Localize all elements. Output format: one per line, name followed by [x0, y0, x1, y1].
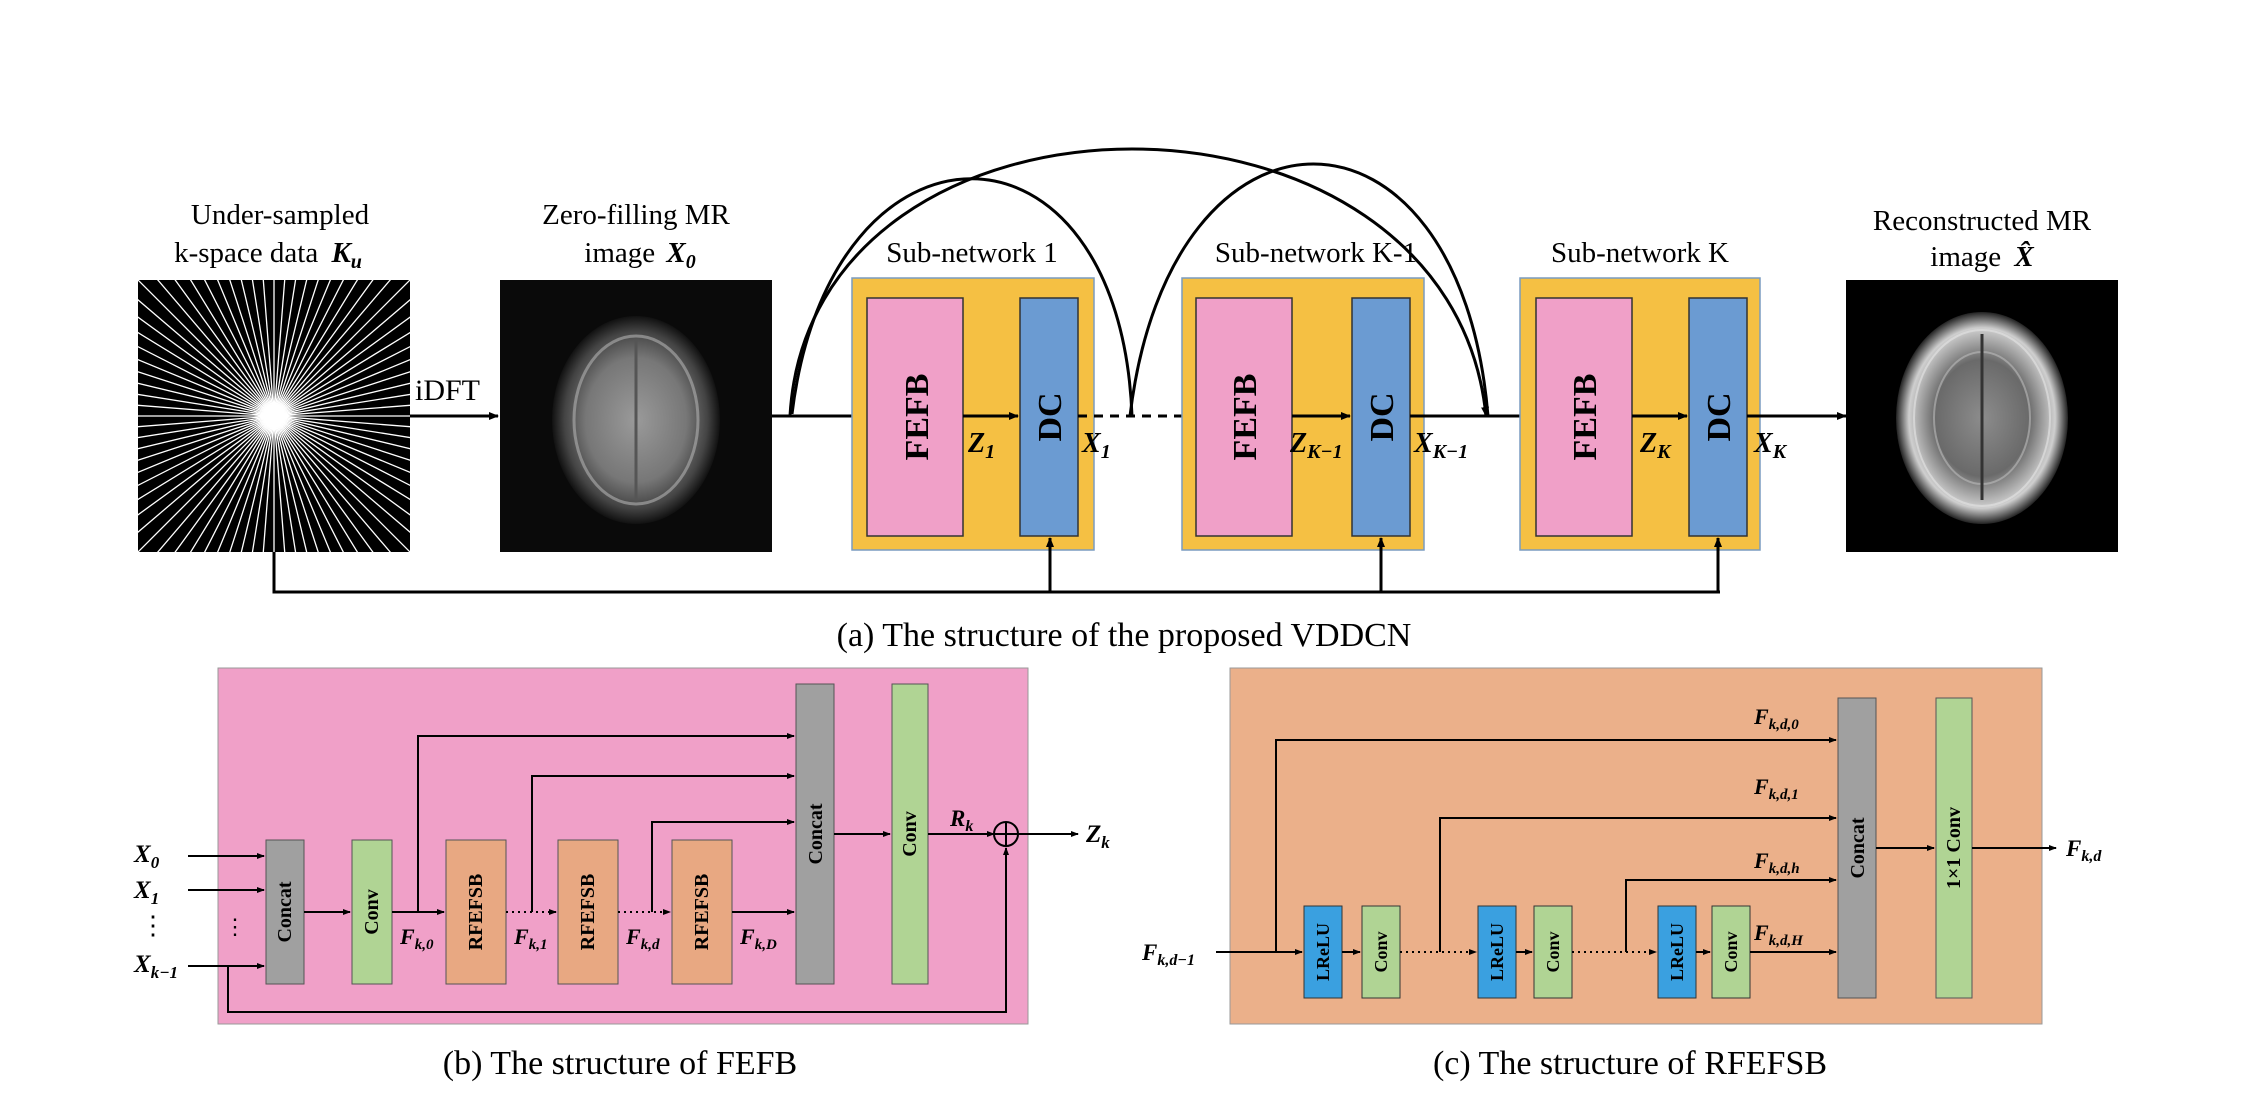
input-xk-1: Xk−1	[133, 951, 178, 982]
input-vdots: ⋮	[140, 911, 166, 940]
svg-text:LReLU: LReLU	[1313, 923, 1333, 981]
zero-fill-label-line2: image X0	[584, 237, 695, 273]
rfefsb-block-3	[671, 839, 733, 985]
output-f-kd: Fk,d	[2065, 836, 2102, 865]
rfefsb-1x1-conv-label: 1×1 Conv	[1943, 807, 1965, 889]
x1-label: X1	[1081, 428, 1111, 463]
sub-network-k-1: FEFB DC ZK−1	[1181, 277, 1425, 551]
rfefsb-conv-block-3	[1711, 905, 1751, 999]
input-label-line1: Under-sampled	[191, 199, 370, 231]
fefb-block-1	[866, 297, 964, 537]
dc-block-k-1	[1351, 297, 1411, 537]
zk-1-label: ZK−1	[1289, 428, 1343, 463]
dc-label-1: DC	[1032, 392, 1069, 441]
fefb-label-k: FEFB	[1567, 374, 1604, 461]
fefb-conv-label: Conv	[361, 889, 383, 935]
xk-1-label: XK−1	[1413, 428, 1468, 463]
f-kD-label: Fk,D	[739, 924, 777, 953]
zero-filled-image	[500, 280, 772, 552]
f-kd1-label: Fk,d,1	[1753, 774, 1799, 803]
rfefsb-label-2: RFEFSB	[577, 874, 599, 951]
skip-arc-outer	[788, 147, 1490, 417]
panel-b: X0 X1 ⋮ ⋮ Xk−1 Concat Conv Fk,0 RFEFSB F…	[133, 667, 1110, 1082]
f-k1-label: Fk,1	[513, 924, 547, 953]
input-f-kd-1: Fk,d−1	[1141, 940, 1195, 969]
dc-label-k-1: DC	[1364, 392, 1401, 441]
zk-label: ZK	[1639, 428, 1672, 463]
panel-c: Fk,d−1 LReLU Conv LReLU Conv LReLU Conv …	[1141, 667, 2102, 1082]
caption-a: (a) The structure of the proposed VDDCN	[837, 617, 1412, 654]
fefb-block-k-1	[1195, 297, 1293, 537]
rfefsb-concat-label: Concat	[1847, 817, 1869, 878]
fefb-conv-block	[351, 839, 393, 985]
svg-text:LReLU: LReLU	[1667, 923, 1687, 981]
output-label-line2: image X̂	[1930, 240, 2034, 273]
fefb-concat-label: Concat	[274, 881, 296, 942]
zero-fill-label-line1: Zero-filling MR	[542, 199, 730, 231]
fefb-label-k-1: FEFB	[1227, 374, 1264, 461]
lrelu-block-2	[1477, 905, 1517, 999]
r-k-label: Rk	[949, 806, 973, 835]
skip-arc-inner-2	[1128, 162, 1490, 417]
f-kd0-label: Fk,d,0	[1753, 704, 1799, 733]
f-k0-label: Fk,0	[399, 924, 434, 953]
z1-label: Z1	[967, 428, 995, 463]
z-k-label: Zk	[1085, 821, 1110, 852]
concat-vdots: ⋮	[224, 914, 246, 939]
dc-block-k	[1688, 297, 1748, 537]
svg-text:Conv: Conv	[1721, 931, 1741, 972]
svg-text:Conv: Conv	[1371, 931, 1391, 972]
fefb-conv2-block	[891, 683, 929, 985]
output-label-line1: Reconstructed MR	[1873, 205, 2092, 237]
residual-line	[227, 847, 1009, 1013]
svg-text:Conv: Conv	[1543, 931, 1563, 972]
idft-label: iDFT	[415, 374, 480, 407]
rfefsb-block-2	[557, 839, 619, 985]
fefb-concat2-block	[795, 683, 835, 985]
lrelu-block-1	[1303, 905, 1343, 999]
xk-label: XK	[1753, 428, 1788, 463]
sub-network-k: FEFB DC ZK	[1519, 277, 1761, 551]
kspace-image	[138, 280, 410, 552]
caption-b: (b) The structure of FEFB	[443, 1045, 797, 1082]
dc-label-k: DC	[1701, 392, 1738, 441]
rfefsb-label-1: RFEFSB	[465, 874, 487, 951]
input-x0: X0	[133, 841, 160, 872]
kspace-feedback-lines	[272, 537, 1722, 594]
f-kd-label: Fk,d	[625, 924, 660, 953]
skip-arc-inner-1	[790, 177, 1134, 417]
rfefsb-block-1	[445, 839, 507, 985]
f-kdH-label: Fk,d,H	[1753, 920, 1804, 949]
rfefsb-label-3: RFEFSB	[691, 874, 713, 951]
panel-a: Under-sampled k-space data Ku iDFT Zero-…	[138, 147, 2118, 654]
caption-c: (c) The structure of RFEFSB	[1433, 1045, 1827, 1082]
reconstructed-image	[1846, 280, 2118, 552]
fefb-concat2-label: Concat	[805, 803, 827, 864]
sub-network-k-title: Sub-network K	[1551, 237, 1729, 269]
sub-network-k-1-title: Sub-network K-1	[1215, 237, 1417, 269]
sub-network-1: FEFB DC Z1	[851, 277, 1095, 551]
fefb-label-1: FEFB	[899, 374, 936, 461]
svg-text:LReLU: LReLU	[1487, 923, 1507, 981]
rfefsb-conv-block-1	[1361, 905, 1401, 999]
rfefsb-1x1-conv-block	[1935, 697, 1973, 999]
sub-network-1-title: Sub-network 1	[886, 237, 1058, 269]
f-kdh-label: Fk,d,h	[1753, 848, 1800, 877]
sum-node	[993, 821, 1019, 847]
input-label-line2: k-space data Ku	[174, 237, 362, 273]
input-x1: X1	[133, 877, 159, 908]
lrelu-block-3	[1657, 905, 1697, 999]
fefb-conv2-label: Conv	[899, 811, 921, 857]
